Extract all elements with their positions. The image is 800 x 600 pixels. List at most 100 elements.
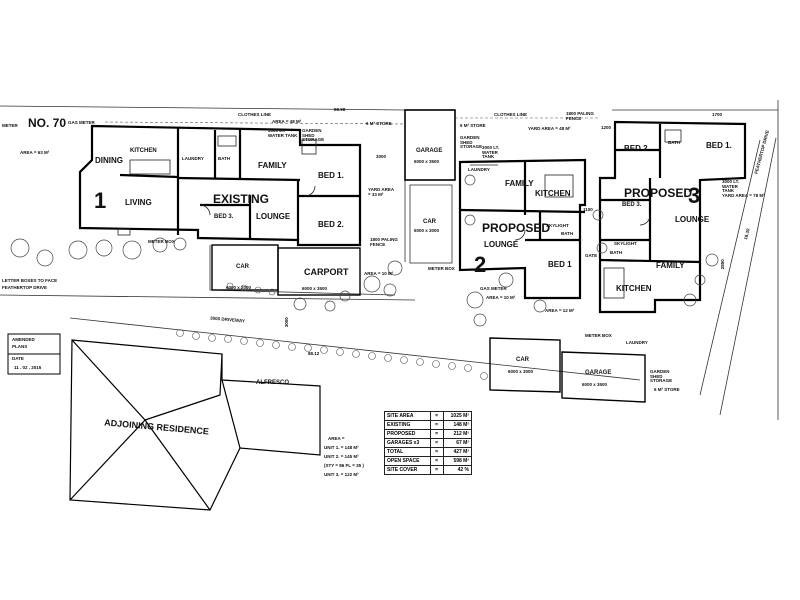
room-family-u3: FAMILY — [656, 261, 685, 270]
garage-top — [404, 109, 456, 181]
summary-value: 67 M² — [442, 438, 473, 448]
proposed-label-u3: PROPOSED — [624, 186, 693, 200]
summary-value: 42 % — [442, 465, 473, 475]
skylight-label-u2: SKYLIGHT — [546, 223, 569, 228]
garden-shed-label-1: GARDEN SHED STORAGE — [302, 128, 325, 142]
car-left-dim: 6000 x 2000 — [226, 285, 252, 290]
garage-top-dim: 6000 x 3500 — [414, 159, 440, 164]
area-label-left: AREA = 63 M² — [20, 150, 50, 155]
summary-label: TOTAL — [384, 447, 431, 457]
alfresco-label: ALFRESCO — [256, 380, 289, 386]
boundary-length-top: 88.98 — [334, 107, 346, 112]
summary-equals: = — [429, 429, 444, 439]
fence-label-1: 1800 PALING FENCE — [370, 237, 398, 247]
summary-label: SITE COVER — [384, 465, 431, 475]
unit-2-fixtures — [470, 164, 574, 241]
unit-3-walls — [598, 120, 747, 314]
area-unit-2-detail: (STY = 86 FL = 35 ) — [324, 463, 364, 468]
summary-row: SITE AREA=1025 M² — [384, 411, 473, 421]
room-lounge-u2: LOUNGE — [484, 240, 519, 249]
room-family-u2: FAMILY — [505, 179, 534, 188]
dim-1100: 1100 — [583, 207, 593, 212]
summary-value: 598 M² — [442, 456, 473, 466]
summary-row: SITE COVER=42 % — [384, 465, 473, 475]
summary-value: 212 M² — [442, 429, 473, 439]
adjoining-residence — [69, 339, 321, 511]
car-mid-box — [409, 184, 453, 264]
room-bed1-u1: BED 1. — [318, 171, 344, 180]
date-label: DATE — [12, 356, 24, 361]
area-unit-1: UNIT 1. = 148 M² — [324, 445, 359, 450]
existing-label: EXISTING — [213, 192, 270, 206]
summary-value: 148 M² — [442, 420, 473, 430]
room-bed3-u1: BED 3. — [214, 214, 234, 220]
car-right-label: CAR — [516, 357, 529, 363]
room-family-u1: FAMILY — [258, 161, 287, 170]
room-bath-u1: BATH — [218, 156, 231, 161]
unit-1-walls — [78, 124, 362, 247]
carport-boxes — [211, 244, 646, 403]
summary-row: GARAGES x3=67 M² — [384, 438, 473, 448]
proposed-label-u2: PROPOSED — [482, 221, 551, 235]
unit-1-fixtures — [117, 135, 317, 236]
room-bed3-u3: BED 3. — [622, 202, 642, 208]
summary-equals: = — [429, 420, 444, 430]
garage-right-label: GARAGE — [585, 370, 612, 376]
carport-label: CARPORT — [304, 267, 349, 277]
clothes-line-label-2: CLOTHES LINE — [494, 112, 528, 117]
lot-number: NO. 70 — [28, 116, 67, 130]
letter-boxes-line-1: LETTER BOXES TO FACE — [2, 278, 58, 283]
room-bed2-u3: BED 2 — [624, 144, 648, 153]
site-boundary — [0, 100, 779, 420]
meter-box-label-u3: METER BOX — [585, 333, 612, 338]
meter-label: METER — [2, 123, 18, 128]
room-dining: DINING — [95, 156, 123, 165]
room-bed1-u2: BED 1 — [548, 260, 572, 269]
room-lounge-u3: LOUNGE — [675, 215, 710, 224]
summary-row: EXISTING=148 M² — [384, 420, 473, 430]
amended-line-1: AMENDED — [12, 337, 35, 342]
gas-meter-label: GAS METER — [68, 120, 95, 125]
fence-dashes — [104, 117, 600, 125]
store-label-3: 6 M² STORE — [654, 387, 680, 392]
area-10-label: AREA = 10 M² — [364, 271, 394, 276]
date-value: 11 . 02 . 2015 — [14, 365, 42, 370]
meter-box-label-mid: METER BOX — [428, 266, 455, 271]
unit-2-walls — [458, 158, 587, 300]
room-kitchen-u2: KITCHEN — [535, 189, 571, 198]
summary-label: SITE AREA — [384, 411, 431, 421]
garage-top-label: GARAGE — [416, 148, 443, 154]
summary-equals: = — [429, 411, 444, 421]
dim-1700: 1700 — [712, 112, 723, 117]
yard-area-33-label: YARD AREA = 33 M² — [368, 187, 395, 197]
letter-boxes-line-2: FEATHERTOP DRIVE — [2, 285, 48, 290]
meter-box-label-u1: METER BOX — [148, 239, 175, 244]
yard-area-78-label: YARD AREA = 78 M² — [722, 193, 765, 198]
amended-line-2: PLANS — [12, 344, 28, 349]
dim-3000: 3000 — [376, 154, 387, 159]
fence-label-2: 1800 PALING FENCE — [566, 111, 594, 121]
car-right-dim: 6000 x 3000 — [508, 369, 534, 374]
summary-row: TOTAL=427 M² — [384, 447, 473, 457]
dim-3000b: 3000 — [283, 317, 289, 328]
gas-meter-label-u2: GAS METER — [480, 286, 507, 291]
store-label-1: 6 M² STORE — [366, 121, 392, 126]
garden-shed-label-3: GARDEN SHED STORAGE — [650, 369, 673, 383]
room-bed2-u1: BED 2. — [318, 220, 344, 229]
area-label-top: AREA = 48 M² — [272, 119, 302, 124]
summary-label: OPEN SPACE — [384, 456, 431, 466]
garage-right-dim: 6000 x 3500 — [582, 382, 608, 387]
room-bath-u3b: BATH — [610, 250, 623, 255]
water-tank-label-3: 3000 LT. WATER TANK — [722, 179, 740, 193]
summary-label: EXISTING — [384, 420, 431, 430]
unit-1-number: 1 — [94, 188, 107, 213]
unit-3-number: 3 — [688, 183, 701, 208]
car-left-label: CAR — [236, 264, 249, 270]
summary-label: PROPOSED — [384, 429, 431, 439]
car-mid-dim: 6000 x 3000 — [414, 228, 440, 233]
room-living: LIVING — [125, 198, 152, 207]
room-kitchen-u3: KITCHEN — [616, 284, 652, 293]
car-mid-label: CAR — [423, 219, 436, 225]
